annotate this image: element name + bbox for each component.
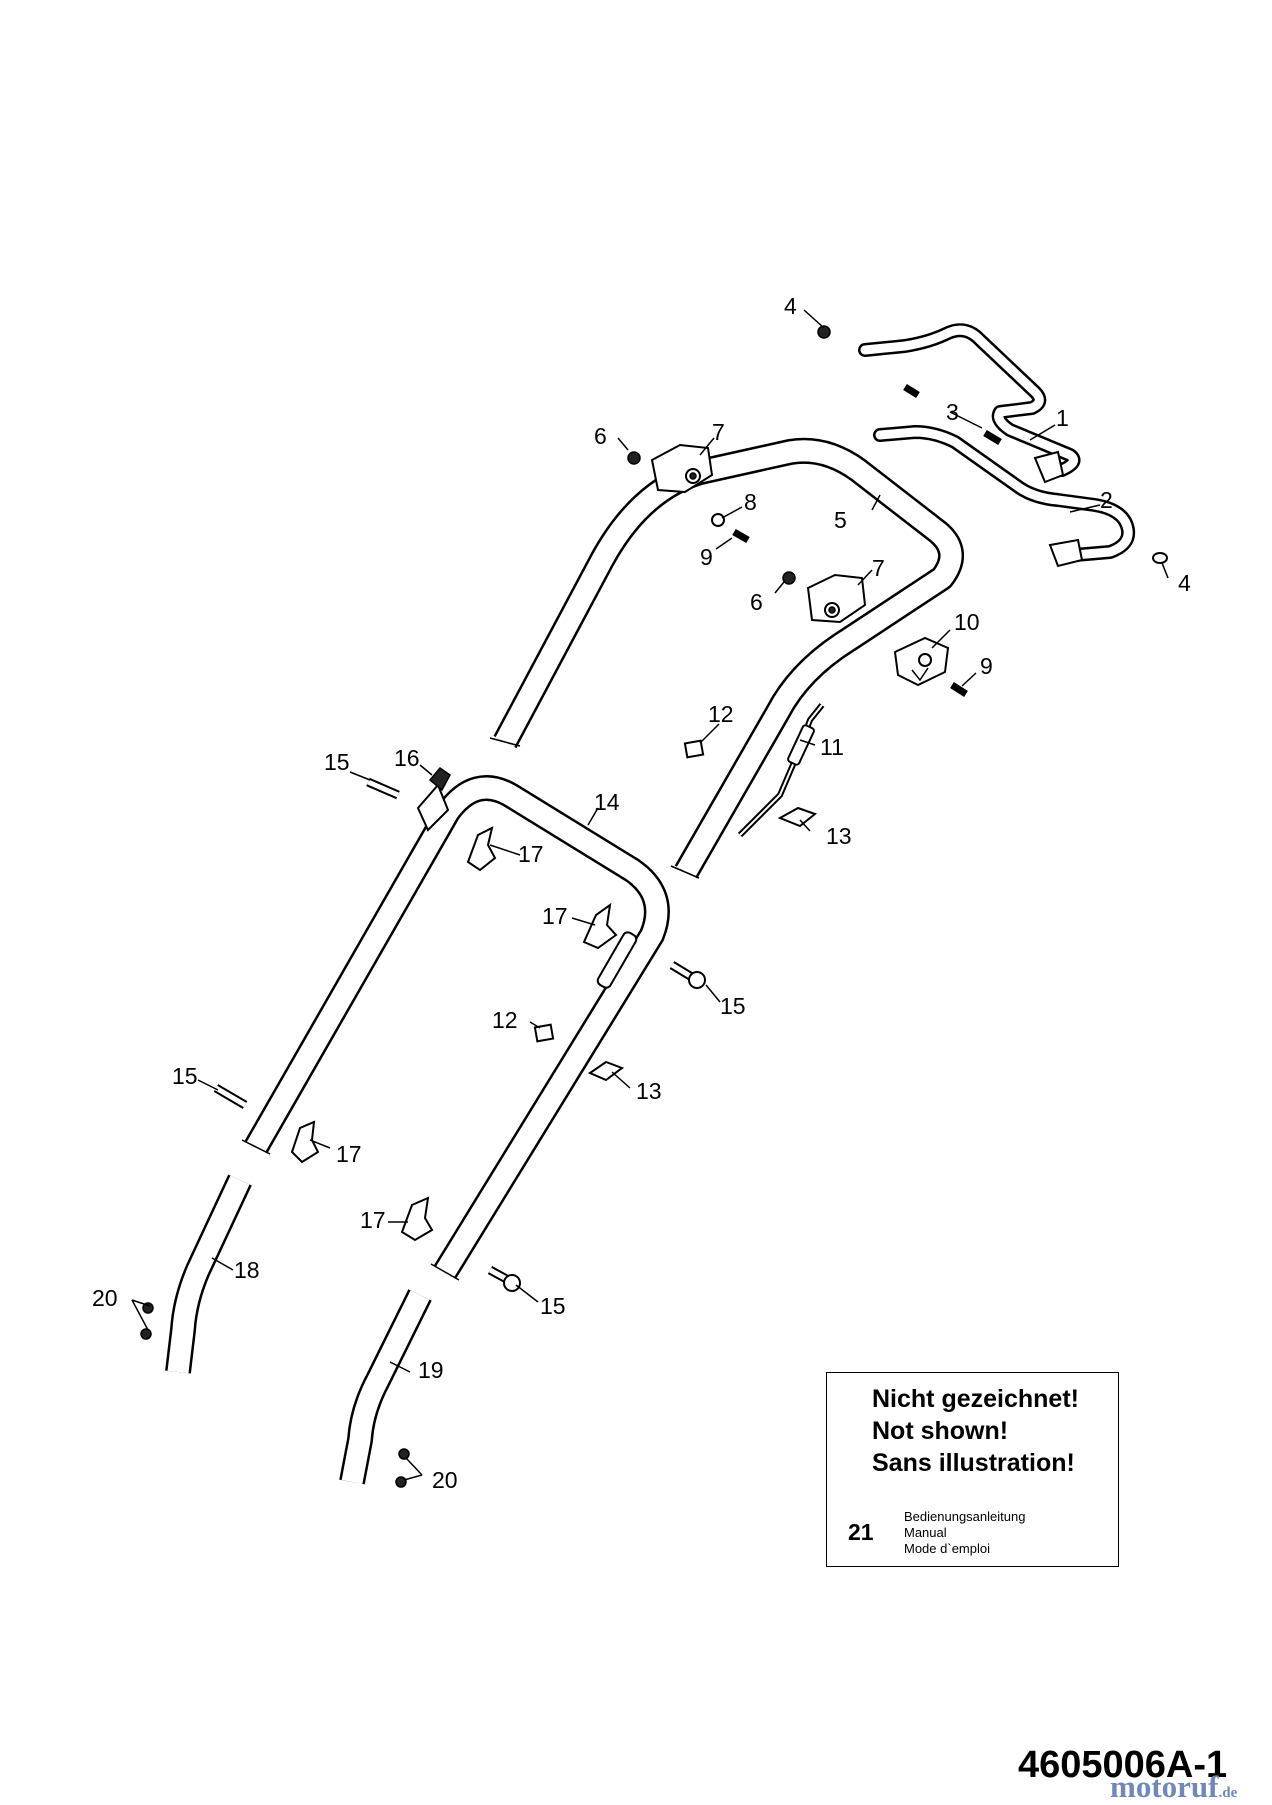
callout-7-upper: 7 <box>712 419 725 445</box>
note-line-de: Nicht gezeichnet! <box>872 1385 1079 1413</box>
note-line-fr: Sans illustration! <box>872 1449 1075 1477</box>
callout-4-right: 4 <box>1178 570 1191 596</box>
callout-6-upper: 6 <box>594 423 607 449</box>
right-lower-tube <box>339 1289 432 1485</box>
callout-8: 8 <box>744 489 757 515</box>
screws-20-left <box>140 1302 154 1340</box>
callout-17-2: 17 <box>542 903 568 929</box>
callout-9-upper: 9 <box>700 544 713 570</box>
leader-lines <box>131 309 1169 1481</box>
washer-8 <box>711 513 725 527</box>
cable-guide-upper <box>777 806 818 828</box>
bolt-9-upper <box>732 528 750 544</box>
bolt-9-lower <box>950 682 968 697</box>
callout-19: 19 <box>418 1357 444 1383</box>
nut-6-lower <box>782 571 796 585</box>
callout-13-lower: 13 <box>636 1078 662 1104</box>
callout-7-lower: 7 <box>872 555 885 581</box>
lower-handle-frame <box>241 775 670 1281</box>
cable-clip <box>893 636 950 687</box>
cable-holder <box>416 766 451 832</box>
bolt-lower-right <box>487 1266 521 1292</box>
callout-15-upper: 15 <box>324 749 350 775</box>
bushing-lower <box>533 1023 555 1043</box>
callout-15-left: 15 <box>172 1063 198 1089</box>
manual-line-fr: Mode d`emploi <box>904 1541 990 1556</box>
bolt-middle-right <box>669 961 706 989</box>
callout-14: 14 <box>594 789 620 815</box>
callout-15-middle: 15 <box>720 993 746 1019</box>
callout-labels: 1 2 3 4 4 5 6 6 7 7 8 9 9 10 11 12 12 13… <box>92 293 1191 1493</box>
callout-13-upper: 13 <box>826 823 852 849</box>
screws-20-right <box>395 1448 410 1488</box>
left-lower-tube <box>165 1174 252 1374</box>
callout-2: 2 <box>1100 487 1113 513</box>
screw-bail-2 <box>983 429 1002 446</box>
bolt-left <box>213 1084 248 1109</box>
callout-17-3: 17 <box>336 1141 362 1167</box>
bolt-upper-left <box>366 777 400 800</box>
callout-16: 16 <box>394 745 420 771</box>
upper-control-bail <box>858 323 1081 484</box>
note-item-number: 21 <box>848 1519 874 1545</box>
callout-1: 1 <box>1056 405 1069 431</box>
callout-9-lower: 9 <box>980 653 993 679</box>
callout-12-lower: 12 <box>492 1007 518 1033</box>
star-knob-1 <box>466 826 497 872</box>
callout-4-top: 4 <box>784 293 797 319</box>
not-shown-note: Nicht gezeichnet! Not shown! Sans illust… <box>826 1372 1119 1567</box>
watermark-logo: motoruf.de <box>1110 1769 1237 1805</box>
callout-10: 10 <box>954 609 980 635</box>
note-line-en: Not shown! <box>872 1417 1009 1445</box>
callout-15-lower: 15 <box>540 1293 566 1319</box>
control-cable <box>737 703 825 838</box>
clamp-block-upper <box>650 443 714 494</box>
callout-18: 18 <box>234 1257 260 1283</box>
bushing-upper <box>683 739 705 759</box>
ring-right <box>1152 552 1168 564</box>
callout-20-left: 20 <box>92 1285 118 1311</box>
callout-20-right: 20 <box>432 1467 458 1493</box>
callout-3: 3 <box>946 399 959 425</box>
star-knob-4 <box>400 1196 434 1242</box>
manual-line-de: Bedienungsanleitung <box>904 1509 1026 1524</box>
cable-guide-lower <box>587 1060 625 1082</box>
screw-bail-1 <box>903 384 920 398</box>
callout-17-4: 17 <box>360 1207 386 1233</box>
clamp-block-lower <box>806 573 867 624</box>
nut-top <box>817 325 831 339</box>
callout-11: 11 <box>820 734 844 760</box>
callout-5: 5 <box>834 507 847 533</box>
drawing-number: 4605006A-1 <box>1018 1744 1228 1786</box>
lower-control-bail <box>873 425 1136 568</box>
watermark-tld: .de <box>1218 1785 1238 1801</box>
callout-6-lower: 6 <box>750 589 763 615</box>
callout-12-upper: 12 <box>708 701 734 727</box>
manual-line-en: Manual <box>904 1525 947 1540</box>
callout-17-1: 17 <box>518 841 544 867</box>
upper-handle-bar <box>489 437 964 879</box>
star-knob-2 <box>582 902 618 950</box>
watermark-brand: motoruf <box>1110 1769 1219 1804</box>
nut-6-upper <box>627 451 641 465</box>
